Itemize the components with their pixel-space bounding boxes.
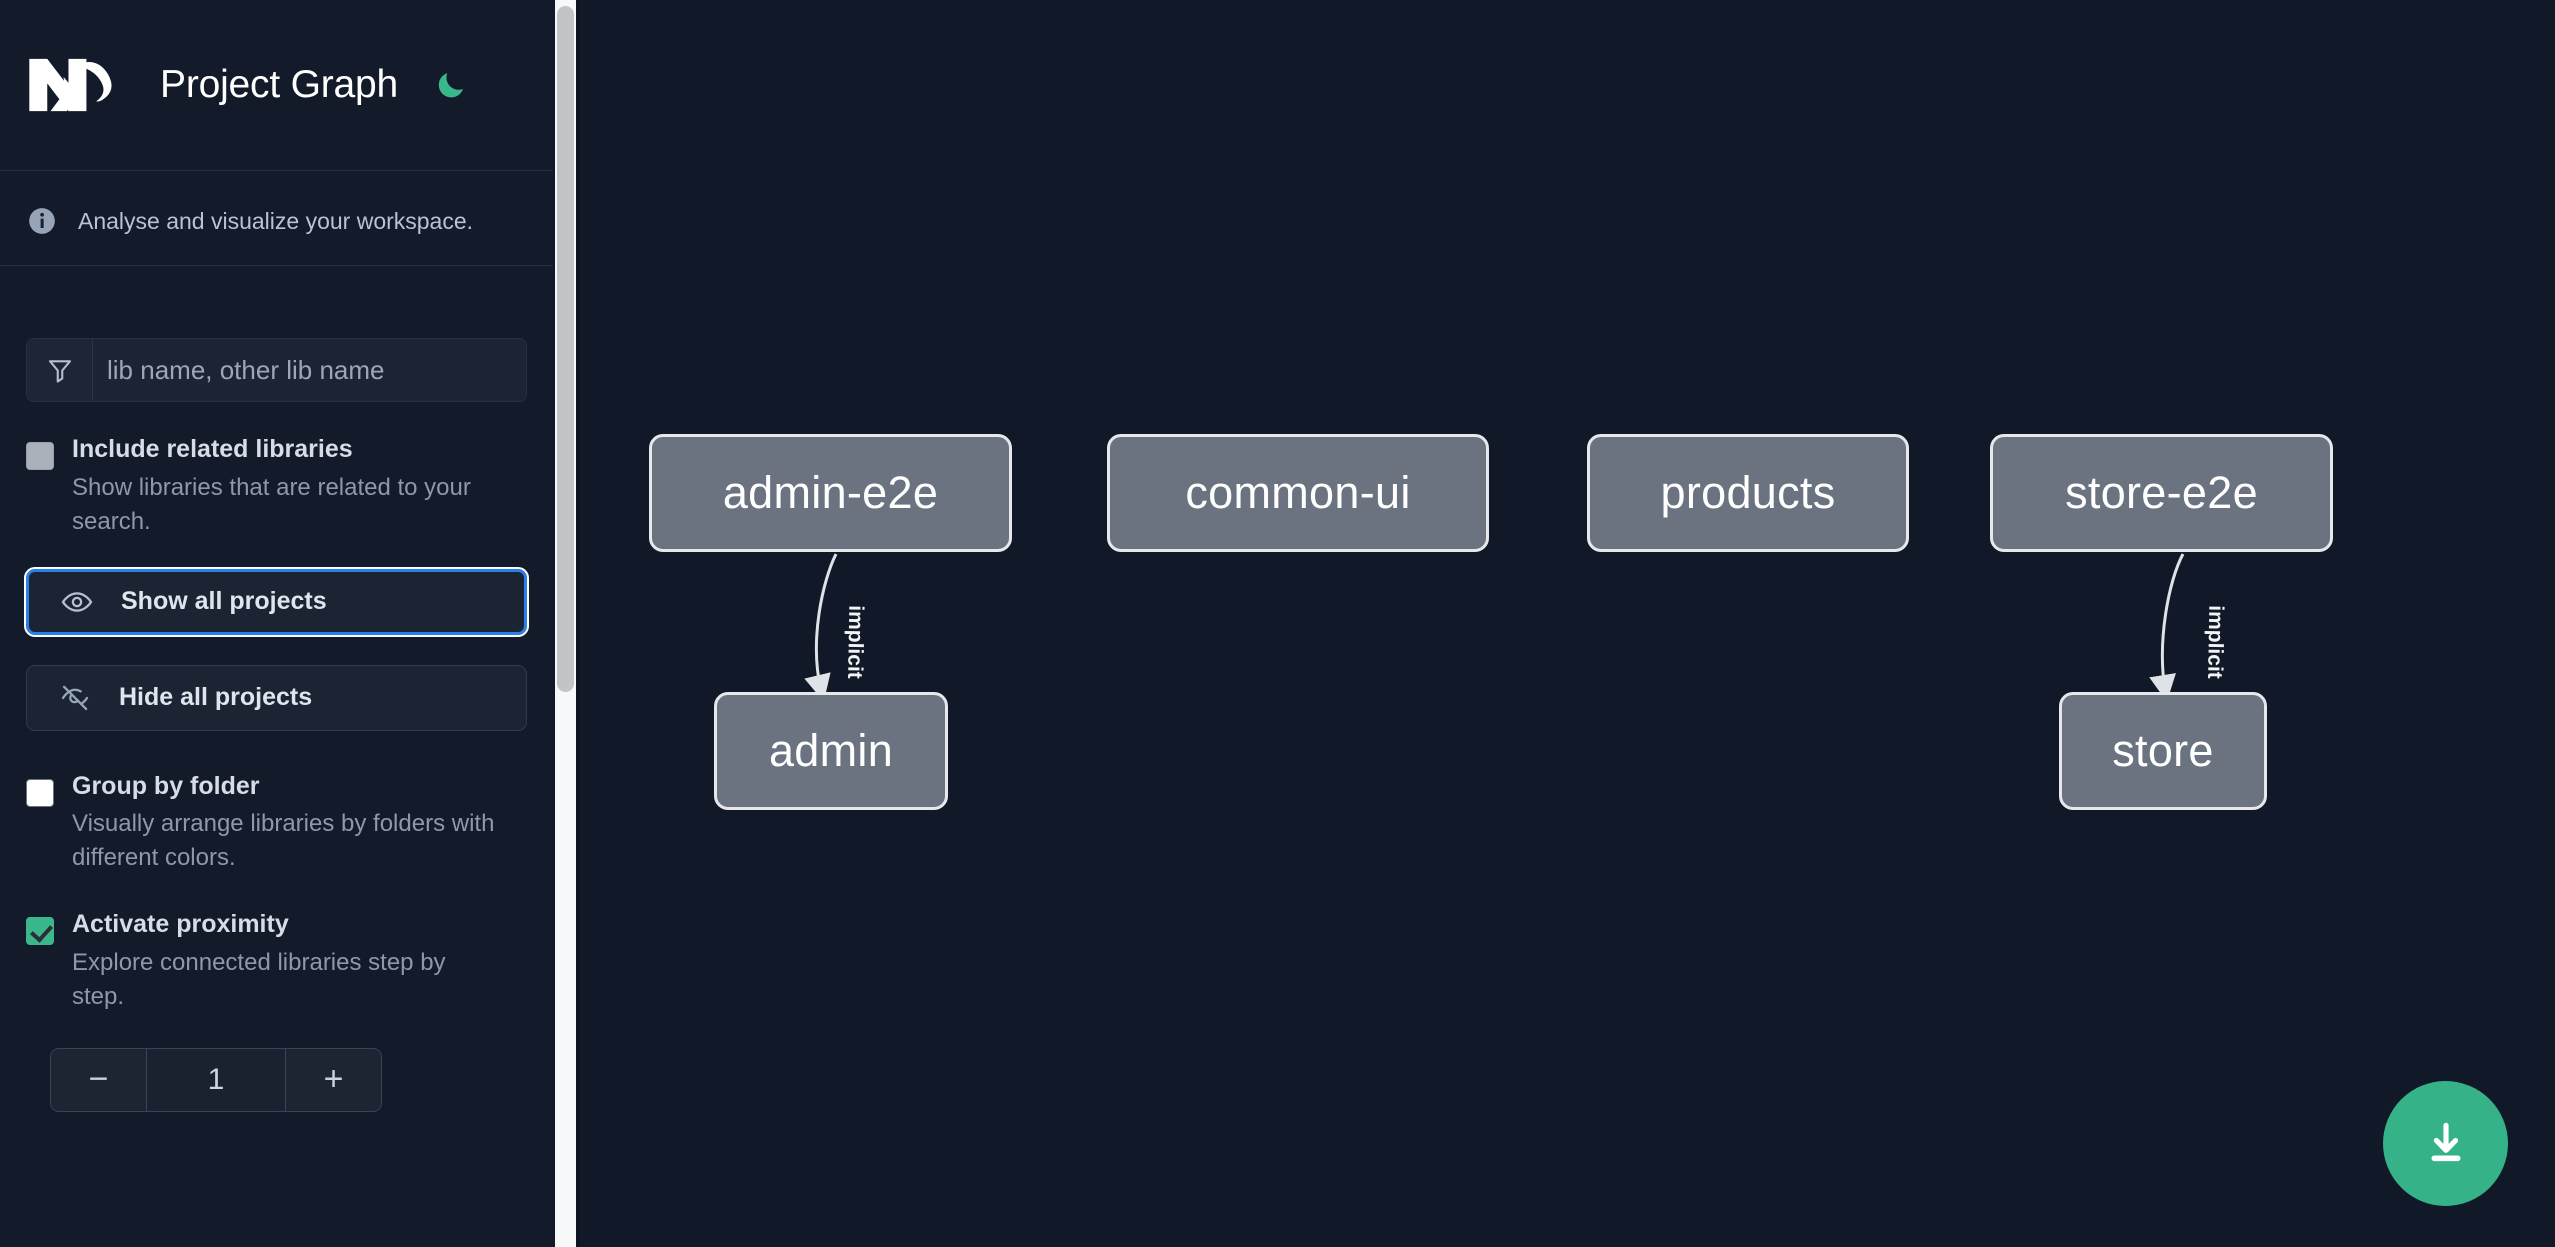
option-include-related-libraries[interactable]: Include related libraries Show libraries…	[26, 435, 527, 539]
sidebar-scrollbar-thumb[interactable]	[557, 6, 574, 692]
eye-off-icon	[57, 680, 93, 716]
page-title: Project Graph	[160, 63, 399, 106]
option-label: Include related libraries	[72, 435, 353, 463]
graph-node-products[interactable]: products	[1587, 434, 1909, 552]
graph-node-common-ui[interactable]: common-ui	[1107, 434, 1489, 552]
download-graph-button[interactable]	[2383, 1081, 2508, 1206]
search-field[interactable]	[26, 338, 527, 402]
option-group-by-folder[interactable]: Group by folder Visually arrange librari…	[26, 771, 527, 876]
option-description: Visually arrange libraries by folders wi…	[72, 810, 495, 872]
show-all-projects-label: Show all projects	[121, 587, 327, 616]
download-icon	[2430, 1122, 2461, 1161]
group-by-folder-checkbox[interactable]	[26, 778, 54, 807]
workspace-info: Analyse and visualize your workspace.	[0, 171, 553, 266]
option-label: Group by folder	[72, 771, 260, 800]
hide-all-projects-button[interactable]: Hide all projects	[26, 664, 527, 731]
nx-logo-icon	[26, 54, 124, 116]
include-related-libraries-checkbox[interactable]	[26, 442, 54, 470]
search-input[interactable]	[93, 339, 526, 401]
sidebar-divider	[576, 0, 580, 1247]
info-icon	[28, 207, 56, 235]
edge-store-e2e-to-store	[2149, 553, 2185, 702]
graph-node-admin-e2e[interactable]: admin-e2e	[649, 434, 1012, 552]
sidebar-body: Include related libraries Show libraries…	[0, 338, 553, 1112]
option-label: Activate proximity	[72, 910, 289, 939]
filter-icon[interactable]	[27, 339, 93, 401]
proximity-decrement-button[interactable]: −	[51, 1048, 147, 1111]
graph-edges	[804, 553, 2185, 702]
graph-node-admin[interactable]: admin	[714, 692, 948, 810]
workspace-info-text: Analyse and visualize your workspace.	[78, 207, 474, 234]
proximity-value: 1	[147, 1048, 285, 1111]
activate-proximity-checkbox[interactable]	[26, 917, 54, 946]
graph-canvas[interactable]: admin-e2e common-ui products store-e2e admin…	[553, 0, 2555, 1247]
edge-admin-e2e-to-admin	[804, 553, 838, 702]
graph-node-store[interactable]: store	[2059, 692, 2267, 810]
sidebar: Project Graph Analyse and visualize your…	[0, 0, 553, 1247]
graph-node-store-e2e[interactable]: store-e2e	[1990, 434, 2333, 552]
option-description: Explore connected libraries step by step…	[72, 948, 446, 1010]
sidebar-header: Project Graph	[0, 0, 553, 171]
moon-icon[interactable]	[430, 64, 472, 106]
proximity-increment-button[interactable]: +	[285, 1048, 381, 1111]
hide-all-projects-label: Hide all projects	[119, 683, 313, 712]
proximity-stepper[interactable]: − 1 +	[50, 1047, 382, 1112]
show-all-projects-button[interactable]: Show all projects	[24, 566, 529, 637]
option-activate-proximity[interactable]: Activate proximity Explore connected lib…	[26, 911, 527, 1014]
option-description: Show libraries that are related to your …	[72, 473, 471, 535]
eye-icon	[59, 584, 95, 620]
